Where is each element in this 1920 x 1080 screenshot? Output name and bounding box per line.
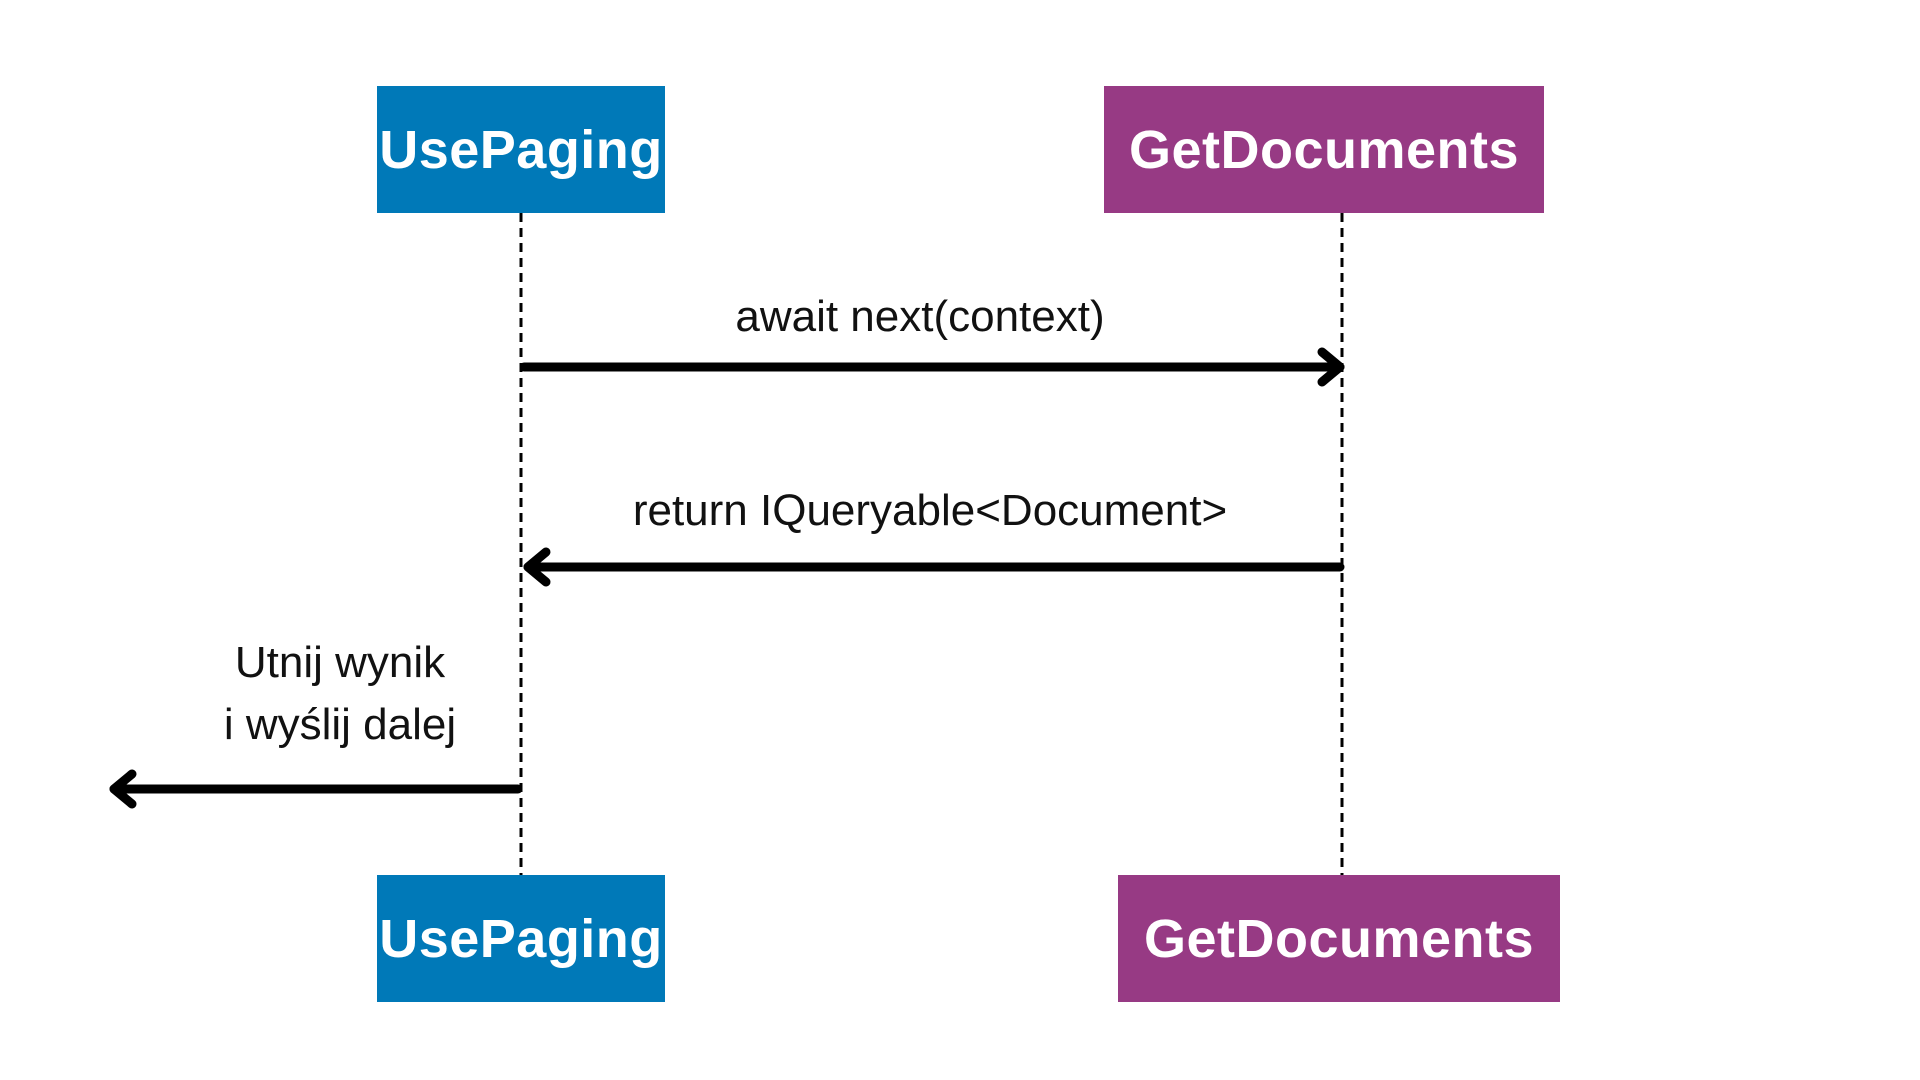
message-label-3-line2: i wyślij dalej [223, 700, 457, 749]
actor-usepaging-bottom-label: UsePaging [379, 908, 663, 969]
message-arrow-3 [109, 769, 523, 809]
message-label-2: return IQueryable<Document> [632, 486, 1228, 535]
actor-usepaging-top-label: UsePaging [379, 119, 663, 180]
message-label-1: await next(context) [735, 292, 1105, 341]
actor-getdocuments-bottom-label: GetDocuments [1143, 908, 1535, 969]
message-arrow-2 [523, 547, 1345, 587]
actor-usepaging-bottom: UsePaging [377, 875, 665, 1002]
message-label-3: Utnij wynik i wyślij dalej [160, 632, 520, 756]
message-label-3-line1: Utnij wynik [234, 638, 446, 687]
actor-getdocuments-top: GetDocuments [1104, 86, 1544, 213]
actor-getdocuments-top-label: GetDocuments [1128, 119, 1520, 180]
actor-usepaging-top: UsePaging [377, 86, 665, 213]
message-arrow-1 [519, 347, 1345, 387]
actor-getdocuments-bottom: GetDocuments [1118, 875, 1560, 1002]
